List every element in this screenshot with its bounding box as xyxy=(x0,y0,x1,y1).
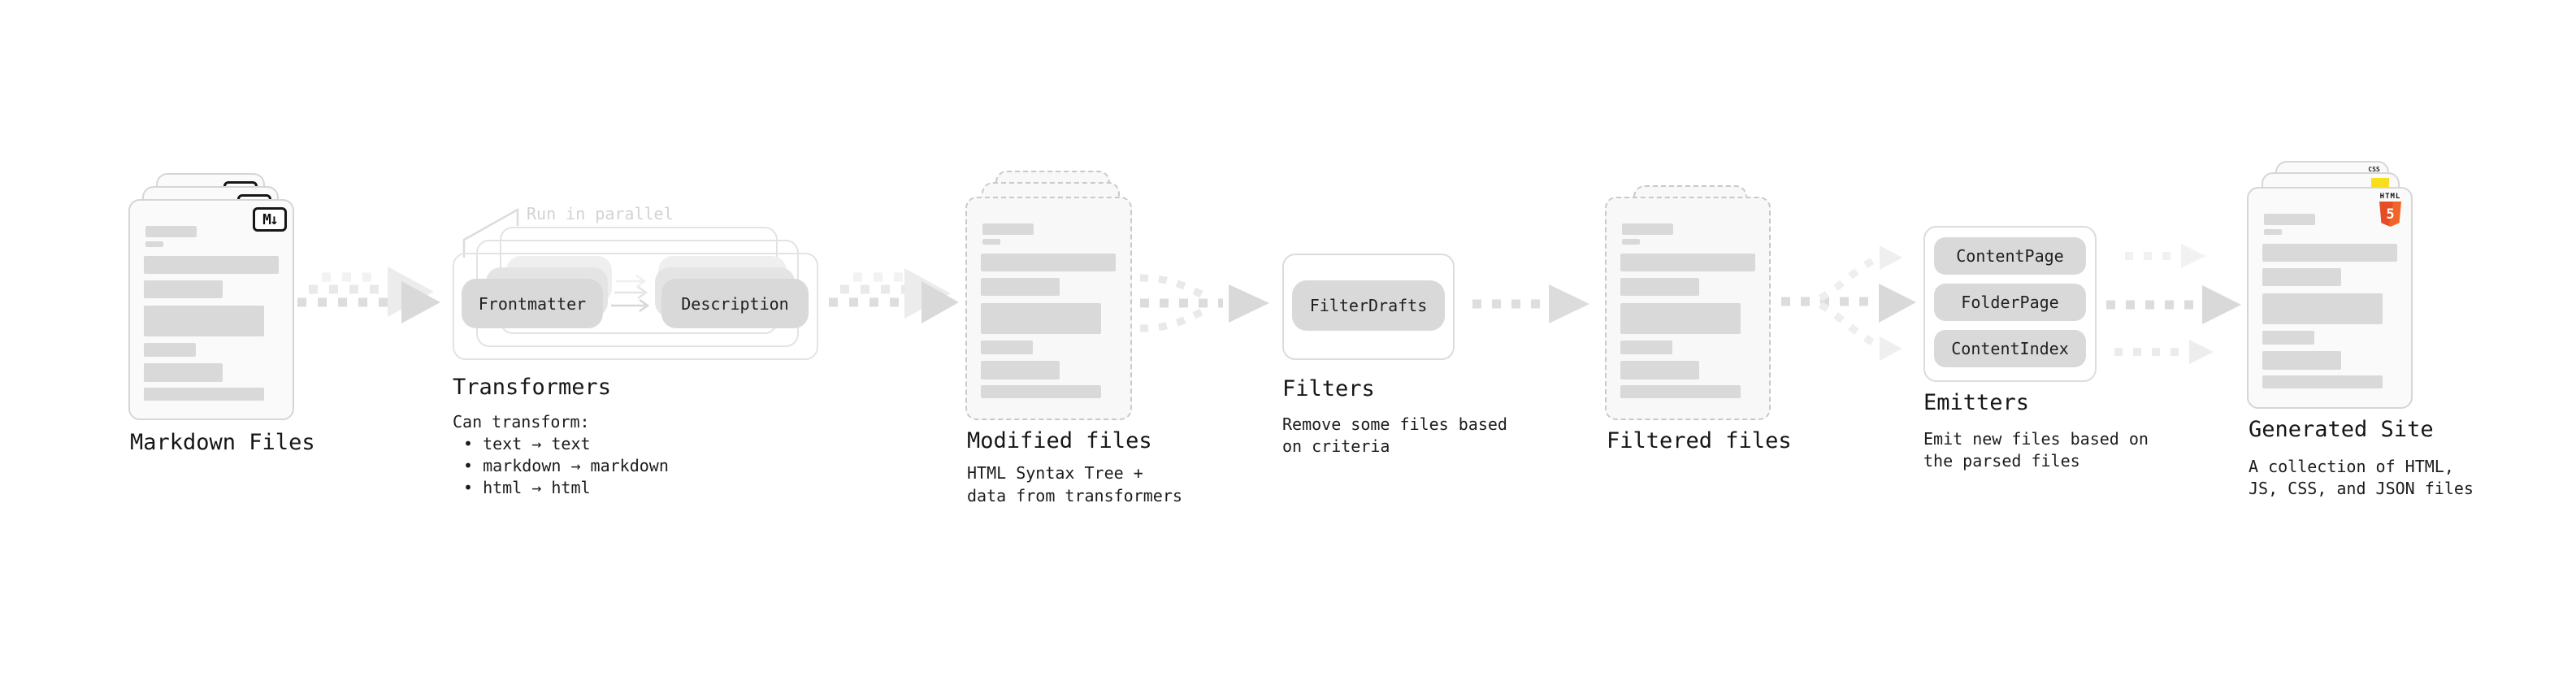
emitters-label: Emitters xyxy=(1923,390,2030,415)
html5-icon: HTML 5 xyxy=(2379,193,2402,227)
modified-files-description: HTML Syntax Tree + data from transformer… xyxy=(967,463,1182,505)
arrow-emitters-to-generated xyxy=(2106,244,2241,364)
file-content-placeholder xyxy=(130,201,293,419)
html-file-card: HTML 5 xyxy=(2247,187,2413,409)
filters-description: Remove some files based on criteria xyxy=(1282,414,1507,456)
filtered-file-card xyxy=(1605,197,1771,420)
folderpage-pill: FolderPage xyxy=(1934,284,2086,321)
generated-site-label: Generated Site xyxy=(2249,417,2434,442)
transformers-description: Can transform: • text → text • markdown … xyxy=(453,412,669,497)
markdown-icon: M↓ xyxy=(253,207,287,232)
contentindex-pill: ContentIndex xyxy=(1934,330,2086,367)
generated-site-description: A collection of HTML, JS, CSS, and JSON … xyxy=(2249,457,2474,498)
file-content-placeholder xyxy=(967,198,1130,419)
modified-files-label: Modified files xyxy=(967,428,1152,453)
modified-file-card xyxy=(965,197,1132,420)
file-content-placeholder xyxy=(2249,189,2411,407)
arrow-markdown-to-transformers xyxy=(297,267,440,323)
filtered-files-label: Filtered files xyxy=(1607,428,1792,453)
transformer-layer-box-1 xyxy=(453,253,818,360)
filterdrafts-pill: FilterDrafts xyxy=(1292,280,1445,331)
frontmatter-pill: Frontmatter xyxy=(462,279,603,328)
run-in-parallel-annotation: Run in parallel xyxy=(527,204,674,223)
description-pill: Description xyxy=(661,279,809,328)
file-content-placeholder xyxy=(1607,198,1769,419)
js-icon xyxy=(2371,178,2389,189)
markdown-files-label: Markdown Files xyxy=(130,430,315,455)
markdown-file-card: M↓ xyxy=(128,199,294,420)
arrow-modified-to-filters xyxy=(1139,274,1269,332)
contentpage-pill: ContentPage xyxy=(1934,237,2086,275)
arrow-filtered-to-emitters xyxy=(1781,245,1916,361)
transformers-label: Transformers xyxy=(453,375,612,400)
arrow-transformers-to-modified xyxy=(829,268,959,323)
filters-label: Filters xyxy=(1282,376,1375,401)
arrow-filters-to-filtered xyxy=(1472,284,1589,323)
emitters-description: Emit new files based on the parsed files xyxy=(1923,429,2149,471)
